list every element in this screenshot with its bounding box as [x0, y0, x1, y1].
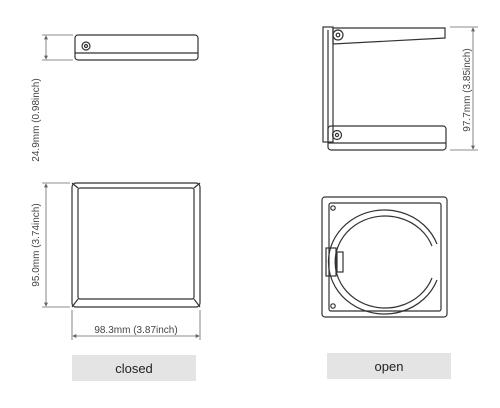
closed-width-label: 98.3mm (3.87inch): [94, 325, 177, 336]
closed-depth-label: 95.0mm (3.74inch): [31, 203, 42, 286]
closed-top-view: [71, 182, 201, 308]
closed-width-dimension: [71, 310, 201, 340]
closed-depth-dimension: [42, 182, 70, 308]
open-label: open: [327, 353, 451, 379]
closed-height-dimension: [42, 34, 73, 61]
closed-label: closed: [72, 355, 196, 381]
open-height-label: 97.7mm (3.85inch): [462, 48, 473, 131]
open-top-view: [321, 196, 448, 318]
closed-side-view: [74, 34, 199, 61]
open-side-view: [322, 26, 447, 151]
open-height-dimension: [450, 26, 478, 151]
closed-height-label: 24.9mm (0.98inch): [31, 78, 42, 161]
